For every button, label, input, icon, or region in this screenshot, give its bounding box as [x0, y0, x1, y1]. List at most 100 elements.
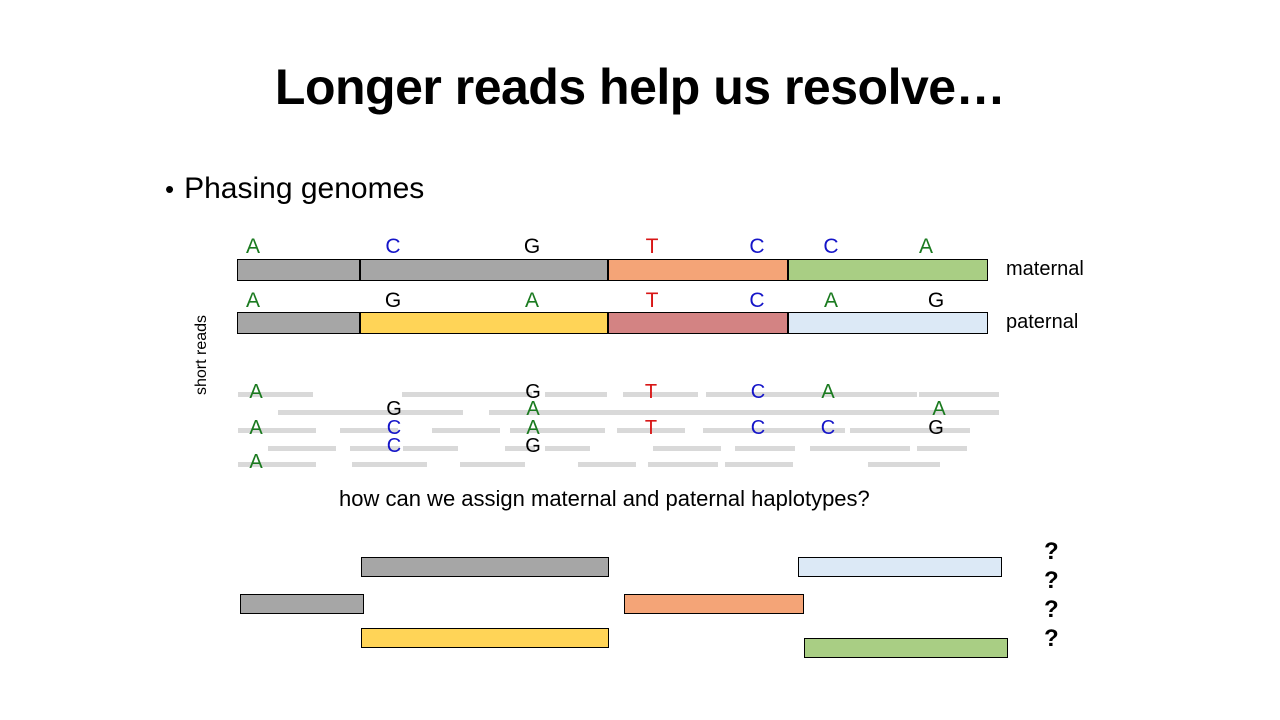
short-read-segment: [653, 446, 721, 451]
question-mark: ?: [1044, 625, 1059, 652]
short-read-segment: [238, 428, 316, 433]
maternal-base: C: [749, 235, 765, 258]
paternal-base: G: [927, 289, 945, 312]
short-read-segment: [706, 392, 801, 397]
short-read-segment: [510, 428, 572, 433]
paternal-segment: [237, 312, 360, 334]
contig-bar: [240, 594, 364, 614]
short-read-base: C: [820, 417, 836, 439]
short-read-segment: [850, 428, 908, 433]
short-read-segment: [742, 410, 820, 415]
short-read-base: T: [644, 417, 658, 439]
paternal-base: A: [823, 289, 838, 312]
maternal-base: T: [645, 235, 659, 258]
bullet-label: Phasing genomes: [184, 172, 425, 205]
paternal-segment: [360, 312, 608, 334]
short-read-base: C: [750, 381, 766, 403]
short-read-base: A: [526, 398, 540, 420]
short-read-base: A: [932, 398, 946, 420]
paternal-base: A: [524, 289, 539, 312]
short-read-segment: [352, 462, 427, 467]
short-read-segment: [238, 462, 316, 467]
short-read-base: C: [750, 417, 766, 439]
contig-bar: [804, 638, 1008, 658]
short-read-segment: [735, 446, 795, 451]
short-read-segment: [505, 446, 535, 451]
short-read-segment: [812, 410, 898, 415]
short-read-segment: [868, 462, 940, 467]
short-read-segment: [648, 462, 718, 467]
short-read-base: A: [526, 417, 540, 439]
short-read-segment: [540, 410, 608, 415]
paternal-base: A: [245, 289, 260, 312]
maternal-label: maternal: [1006, 258, 1084, 280]
short-read-segment: [545, 428, 605, 433]
short-read-segment: [860, 446, 910, 451]
short-read-segment: [545, 446, 590, 451]
short-read-segment: [340, 428, 398, 433]
short-read-segment: [350, 446, 400, 451]
short-read-segment: [586, 410, 676, 415]
question-mark: ?: [1044, 596, 1059, 623]
short-read-segment: [712, 428, 807, 433]
paternal-segment: [608, 312, 788, 334]
question-mark: ?: [1044, 538, 1059, 565]
short-read-segment: [917, 446, 967, 451]
bullet-marker-icon: •: [165, 174, 175, 204]
short-read-base: A: [249, 381, 263, 403]
short-read-base: G: [525, 381, 541, 403]
short-read-base: C: [386, 417, 402, 439]
short-read-segment: [880, 410, 960, 415]
short-read-segment: [268, 446, 336, 451]
short-read-segment: [383, 410, 463, 415]
maternal-base: C: [385, 235, 401, 258]
short-read-segment: [403, 446, 458, 451]
contig-bar: [361, 557, 609, 577]
page-title: Longer reads help us resolve…: [274, 59, 1006, 115]
short-read-base: A: [249, 451, 263, 473]
short-read-base: A: [821, 381, 835, 403]
paternal-base: T: [645, 289, 659, 312]
short-read-segment: [489, 410, 561, 415]
short-read-segment: [944, 410, 999, 415]
maternal-segment: [360, 259, 608, 281]
short-read-segment: [278, 410, 388, 415]
contig-bar: [624, 594, 804, 614]
short-read-base: G: [928, 417, 944, 439]
contig-bar: [798, 557, 1002, 577]
short-reads-axis-label: short reads: [193, 314, 210, 395]
short-read-segment: [402, 392, 532, 397]
maternal-base: A: [245, 235, 260, 258]
short-read-segment: [676, 410, 746, 415]
maternal-base: A: [918, 235, 933, 258]
short-read-segment: [432, 428, 500, 433]
short-read-segment: [810, 446, 865, 451]
short-read-segment: [847, 392, 917, 397]
maternal-segment: [237, 259, 360, 281]
short-read-segment: [623, 392, 698, 397]
maternal-base: G: [523, 235, 541, 258]
bullet-item-phasing-genomes: • Phasing genomes: [165, 172, 424, 206]
short-read-segment: [578, 462, 636, 467]
short-read-segment: [908, 428, 970, 433]
contig-bar: [361, 628, 609, 648]
maternal-segment: [788, 259, 988, 281]
short-read-segment: [238, 392, 313, 397]
short-read-segment: [617, 428, 685, 433]
maternal-base: C: [823, 235, 839, 258]
short-read-segment: [460, 462, 525, 467]
short-read-segment: [725, 462, 793, 467]
question-mark: ?: [1044, 567, 1059, 594]
short-read-base: C: [386, 435, 402, 457]
paternal-base: G: [384, 289, 402, 312]
maternal-segment: [608, 259, 788, 281]
short-read-base: T: [644, 381, 658, 403]
paternal-segment: [788, 312, 988, 334]
paternal-label: paternal: [1006, 311, 1079, 333]
short-read-segment: [785, 428, 845, 433]
short-read-base: G: [525, 435, 541, 457]
paternal-base: C: [749, 289, 765, 312]
short-read-segment: [919, 392, 999, 397]
short-read-segment: [800, 392, 865, 397]
short-read-base: G: [386, 398, 402, 420]
